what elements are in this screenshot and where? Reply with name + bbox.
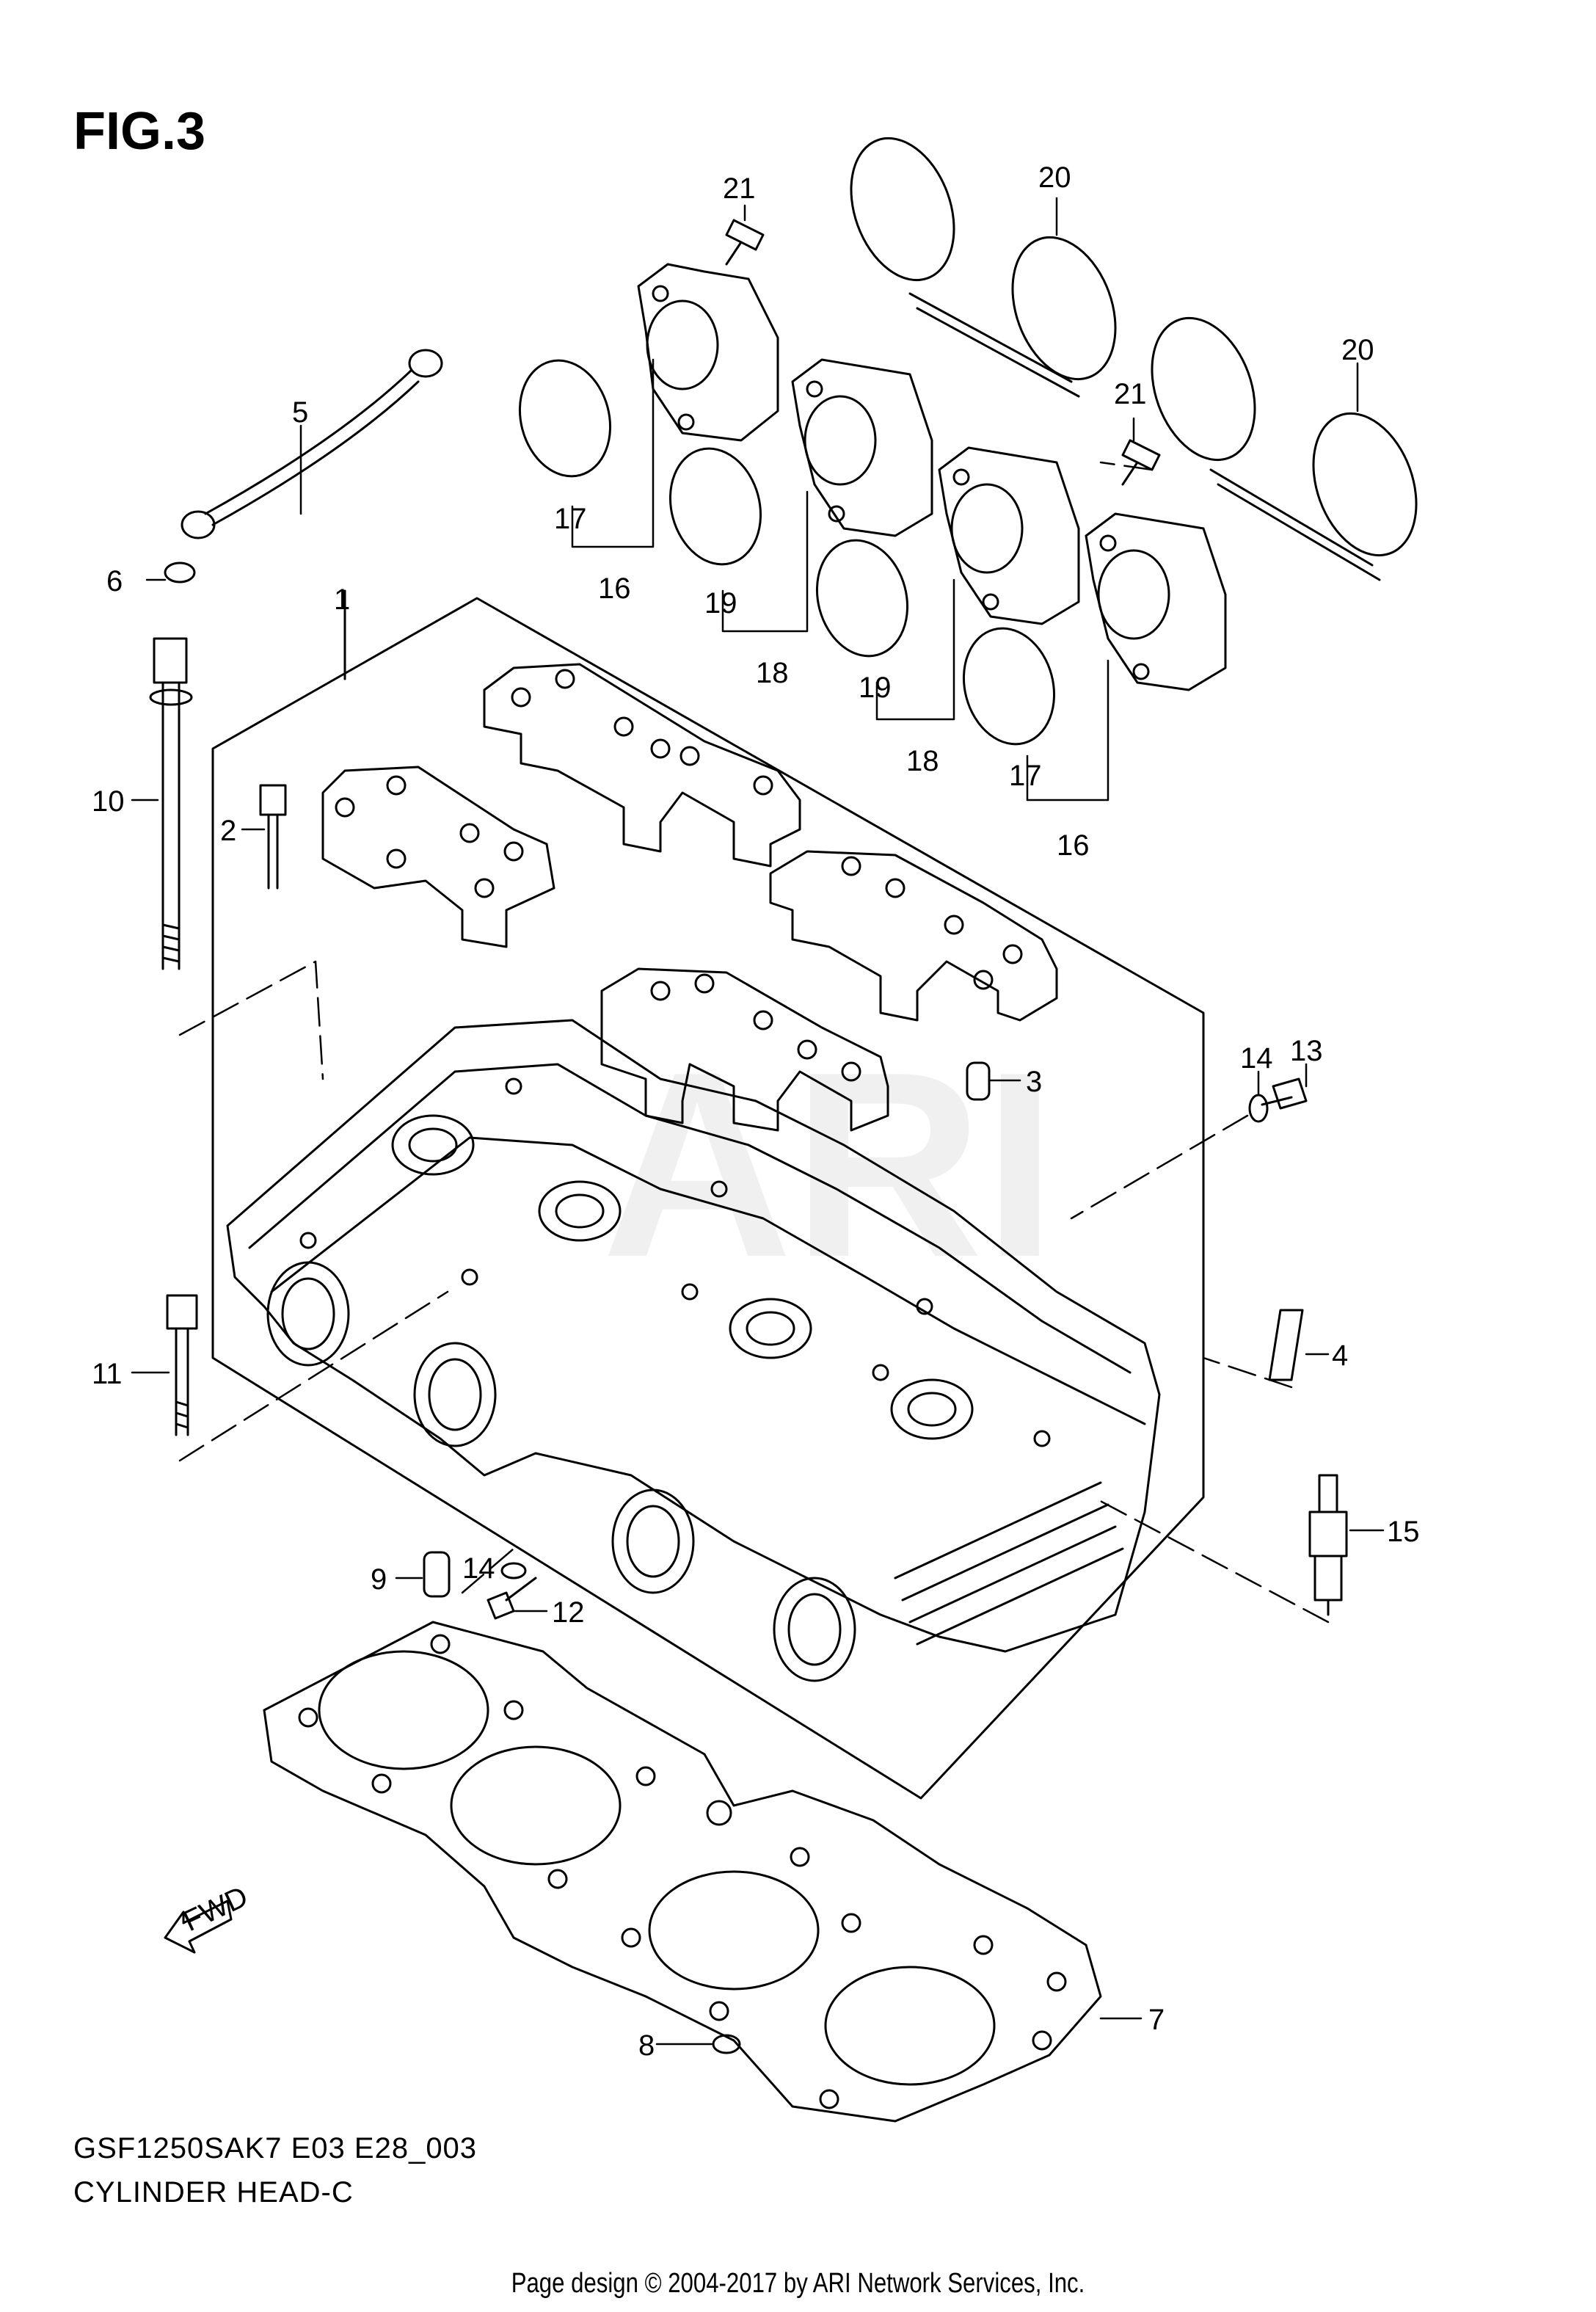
cam-cap-a [321,766,555,948]
cam-cap-d [600,967,889,1132]
spark-plug [1308,1474,1348,1616]
callout-11: 11 [92,1358,123,1390]
bolt-13 [1261,1077,1308,1110]
bolt-12 [487,1577,537,1620]
callout-16a: 16 [598,572,631,605]
intake-pipes [637,263,1227,691]
callout-2: 2 [220,815,236,847]
guide-4 [1268,1309,1304,1381]
callout-10: 10 [92,785,125,818]
copyright-footer: Page design © 2004-2017 by ARI Network S… [511,2268,1085,2299]
callout-17a: 17 [554,503,587,535]
bolt-10 [149,637,193,970]
oil-hose [181,349,443,539]
callout-leaders [131,197,1385,2046]
callout-16b: 16 [1057,829,1090,862]
ari-watermark: ARI [602,1017,1057,1312]
callout-5: 5 [292,396,308,429]
callout-20b: 20 [1341,334,1374,366]
callout-4: 4 [1332,1339,1348,1372]
callout-21b: 21 [1114,378,1147,410]
dowel-9 [423,1551,451,1598]
cylinder-head-casting [226,1019,1161,1682]
head-gasket [263,1621,1102,2123]
callout-12: 12 [552,1596,585,1629]
figure-title: FIG.3 [73,102,206,161]
fwd-label: FWD [178,1880,252,1938]
clamp-set-a [850,137,1117,398]
callout-14b: 14 [462,1552,495,1585]
intake-pipe-2 [791,358,933,537]
cam-cap-c [769,850,1058,1022]
callout-7: 7 [1148,2004,1165,2036]
callout-6: 6 [106,565,123,597]
bolt-2 [259,784,287,890]
screw-21-a [725,219,765,266]
callout-13: 13 [1290,1035,1323,1067]
dowel-3 [966,1061,991,1101]
section-name: CYLINDER HEAD-C [73,2176,354,2209]
intake-pipe-3 [938,446,1080,625]
callout-19b: 19 [859,672,892,704]
callout-15: 15 [1387,1516,1420,1548]
callout-18a: 18 [756,657,789,689]
cylinder-head-frame [211,589,1205,1800]
callout-18b: 18 [906,745,939,777]
model-code: GSF1250SAK7 E03 E28_003 [73,2132,478,2164]
callout-14a: 14 [1240,1042,1273,1075]
callout-3: 3 [1026,1066,1042,1098]
cam-cap-group [321,663,1058,1132]
washer-14-upper [1248,1094,1269,1123]
screw-21-b [1121,439,1161,486]
bolt-11 [166,1294,198,1436]
callout-8: 8 [638,2029,655,2062]
washer-8 [712,2034,741,2054]
callout-21a: 21 [723,172,756,205]
callout-17b: 17 [1009,760,1042,792]
callout-9: 9 [371,1563,387,1596]
o-rings [518,359,1056,746]
callout-1: 1 [334,584,350,616]
callout-20a: 20 [1038,161,1071,194]
intake-pipe-1 [637,263,779,442]
intake-pipe-4 [1085,512,1227,691]
clamp-set-b [1151,316,1418,581]
cam-cap-b [483,663,801,868]
fwd-arrow: FWD [164,1880,252,1954]
washer-6 [164,561,196,584]
callout-numbers: 1 2 3 4 5 6 7 8 9 10 11 12 13 14 14 15 1… [92,161,1420,2062]
washer-14-lower [500,1562,527,1579]
callout-19a: 19 [704,587,737,619]
assembly-lines [178,461,1330,1624]
